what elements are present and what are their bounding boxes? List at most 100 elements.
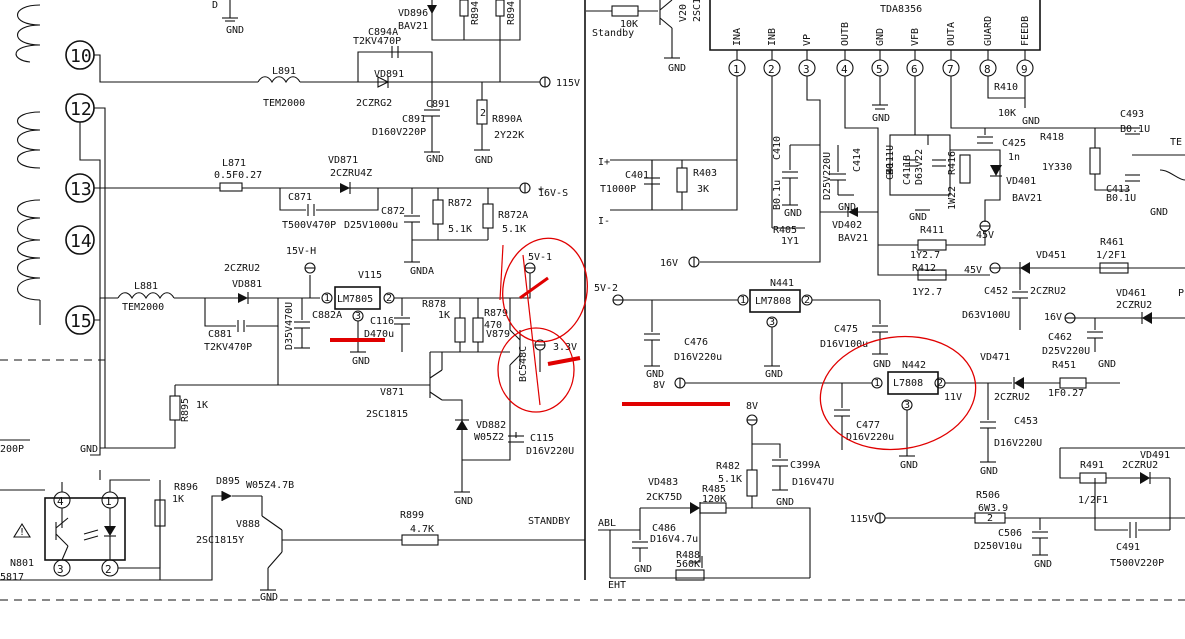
inductor-l881 bbox=[117, 292, 175, 300]
svg-text:1K: 1K bbox=[172, 494, 184, 505]
svg-text:L871: L871 bbox=[222, 158, 246, 169]
svg-text:V879: V879 bbox=[486, 329, 510, 340]
svg-text:!: ! bbox=[19, 527, 25, 538]
svg-text:GND: GND bbox=[784, 208, 802, 219]
svg-text:Standby: Standby bbox=[592, 28, 634, 39]
svg-text:1Y2.7: 1Y2.7 bbox=[910, 250, 940, 261]
svg-text:TE: TE bbox=[1170, 137, 1182, 148]
svg-text:D35V470U: D35V470U bbox=[284, 302, 295, 350]
svg-text:GND: GND bbox=[980, 466, 998, 477]
svg-text:3K: 3K bbox=[697, 184, 709, 195]
svg-text:R488: R488 bbox=[676, 550, 700, 561]
svg-text:2: 2 bbox=[386, 293, 392, 304]
svg-text:TEM2000: TEM2000 bbox=[122, 302, 164, 313]
svg-text:C453: C453 bbox=[1014, 416, 1038, 427]
svg-text:R872A: R872A bbox=[498, 210, 528, 221]
ic-pins: 1INA2INB3VP4OUTB5GND6VFB7OUTA8GUARD9FEED… bbox=[728, 16, 1034, 77]
svg-text:GND: GND bbox=[260, 592, 278, 603]
svg-text:L891: L891 bbox=[272, 66, 296, 77]
svg-text:560K: 560K bbox=[676, 559, 700, 570]
svg-text:45V: 45V bbox=[976, 230, 994, 241]
svg-text:115V: 115V bbox=[850, 514, 874, 525]
svg-text:2CZRG2: 2CZRG2 bbox=[356, 98, 392, 109]
svg-text:R485: R485 bbox=[702, 484, 726, 495]
red-annotations bbox=[330, 237, 977, 451]
red-stroke-a bbox=[499, 244, 504, 301]
svg-text:VD483: VD483 bbox=[648, 477, 678, 488]
svg-text:2: 2 bbox=[105, 563, 112, 576]
svg-text:12: 12 bbox=[70, 99, 92, 120]
svg-text:1W22: 1W22 bbox=[947, 186, 958, 210]
svg-text:VD401: VD401 bbox=[1006, 176, 1036, 187]
svg-text:1K: 1K bbox=[438, 310, 450, 321]
ic-pin-name: VFB bbox=[910, 28, 921, 46]
ic-pin-name: GUARD bbox=[983, 16, 994, 46]
svg-text:C881: C881 bbox=[208, 329, 232, 340]
gnd-label: GND bbox=[80, 444, 98, 455]
svg-text:5.1K: 5.1K bbox=[718, 474, 742, 485]
svg-text:C116: C116 bbox=[370, 316, 394, 327]
transformer-pin-12: 12 bbox=[65, 93, 95, 123]
svg-text:C452: C452 bbox=[984, 286, 1008, 297]
svg-text:C413: C413 bbox=[1106, 184, 1130, 195]
svg-text:D250V10u: D250V10u bbox=[974, 541, 1022, 552]
svg-text:D16V220u: D16V220u bbox=[674, 352, 722, 363]
svg-text:C399A: C399A bbox=[790, 460, 820, 471]
transformer-secondary-coils bbox=[0, 4, 105, 361]
svg-text:VD461: VD461 bbox=[1116, 288, 1146, 299]
svg-text:D16V100u: D16V100u bbox=[820, 339, 868, 350]
svg-text:T2KV470P: T2KV470P bbox=[204, 342, 252, 353]
svg-text:6W3.9: 6W3.9 bbox=[978, 503, 1008, 514]
svg-text:T500V220P: T500V220P bbox=[1110, 558, 1164, 569]
svg-text:3: 3 bbox=[769, 317, 775, 328]
svg-text:GND: GND bbox=[1150, 207, 1168, 218]
ic-pin-number: 6 bbox=[911, 63, 918, 76]
svg-text:C891: C891 bbox=[402, 114, 426, 125]
ic-pin-name: VP bbox=[802, 34, 813, 46]
svg-text:5V-2: 5V-2 bbox=[594, 283, 618, 294]
svg-text:R879: R879 bbox=[484, 308, 508, 319]
warning-icon bbox=[13, 522, 31, 538]
svg-text:R895: R895 bbox=[180, 398, 191, 422]
transformer-pin-14: 14 bbox=[65, 225, 95, 255]
svg-text:+: + bbox=[538, 184, 544, 195]
svg-text:VD871: VD871 bbox=[328, 155, 358, 166]
svg-text:GND: GND bbox=[872, 113, 890, 124]
svg-text:120K: 120K bbox=[702, 494, 726, 505]
svg-text:16V: 16V bbox=[1044, 312, 1062, 323]
svg-text:D16V220u: D16V220u bbox=[846, 432, 894, 443]
ic-pin-number: 4 bbox=[841, 63, 848, 76]
svg-text:V115: V115 bbox=[358, 270, 382, 281]
svg-text:D: D bbox=[212, 0, 218, 11]
svg-text:C477: C477 bbox=[856, 420, 880, 431]
svg-text:R894: R894 bbox=[470, 1, 481, 25]
svg-text:D160V220P: D160V220P bbox=[372, 127, 426, 138]
svg-text:1F0.27: 1F0.27 bbox=[1048, 388, 1084, 399]
label-5v-1: 5V-1 bbox=[528, 252, 552, 263]
svg-text:C462: C462 bbox=[1048, 332, 1072, 343]
svg-text:D16V220U: D16V220U bbox=[994, 438, 1042, 449]
svg-text:3: 3 bbox=[355, 311, 361, 322]
svg-text:1Y1: 1Y1 bbox=[781, 236, 799, 247]
svg-text:C871: C871 bbox=[288, 192, 312, 203]
svg-text:D16V47U: D16V47U bbox=[792, 477, 834, 488]
svg-text:VD451: VD451 bbox=[1036, 250, 1066, 261]
svg-text:GND: GND bbox=[352, 356, 370, 367]
svg-text:I-: I- bbox=[598, 216, 610, 227]
svg-text:C425: C425 bbox=[1002, 138, 1026, 149]
svg-text:N801: N801 bbox=[10, 558, 34, 569]
svg-text:3: 3 bbox=[57, 563, 64, 576]
svg-text:D895: D895 bbox=[216, 476, 240, 487]
svg-text:R403: R403 bbox=[693, 168, 717, 179]
svg-text:1Y2.7: 1Y2.7 bbox=[912, 287, 942, 298]
svg-text:GND: GND bbox=[475, 155, 493, 166]
svg-text:2CZRU2: 2CZRU2 bbox=[224, 263, 260, 274]
svg-text:GND: GND bbox=[226, 25, 244, 36]
svg-text:B0.1U: B0.1U bbox=[885, 145, 896, 175]
svg-text:1K: 1K bbox=[196, 400, 208, 411]
svg-text:VD891: VD891 bbox=[374, 69, 404, 80]
